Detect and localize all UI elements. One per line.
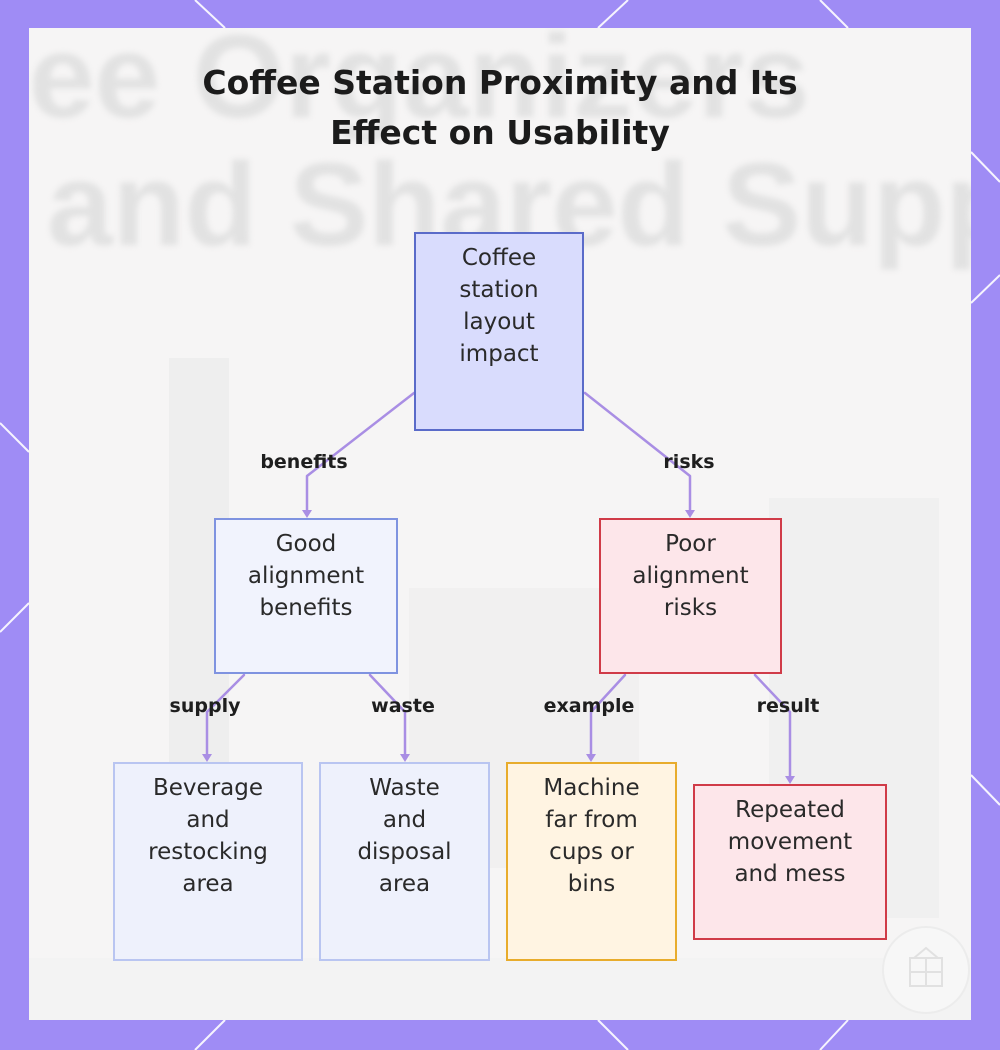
node-good-line: benefits [259,595,353,621]
node-machine-line: far from [545,807,638,833]
node-waste-line: disposal [357,839,452,865]
arrowhead [202,754,212,762]
node-good-line: alignment [247,563,365,589]
arrowhead [785,776,795,784]
edge-label-result: result [756,695,820,717]
node-good-alignment: Good alignment benefits [214,518,398,674]
node-repeated-movement: Repeated movement and mess [693,784,887,940]
arrowhead [302,510,312,518]
edge-risks [583,391,692,514]
node-good-line: Good [275,531,337,557]
node-repeated-line: movement [727,829,853,855]
arrowhead [586,754,596,762]
title-line-2: Effect on Usability [330,113,670,152]
node-beverage-area: Beverage and restocking area [113,762,303,961]
arrowhead [685,510,695,518]
edge-example [589,673,627,758]
node-machine-line: bins [567,871,616,897]
node-waste-line: area [378,871,431,897]
node-root-line: station [459,277,539,303]
title-line-1: Coffee Station Proximity and Its [202,63,798,102]
node-root-line: impact [459,341,539,367]
node-poor-line: Poor [665,531,716,557]
node-poor-alignment: Poor alignment risks [599,518,782,674]
arrowhead [400,754,410,762]
edge-label-risks: risks [663,451,715,473]
node-root: Coffee station layout impact [414,232,584,431]
node-beverage-line: area [182,871,234,897]
node-machine-line: Machine [543,775,640,801]
edge-label-supply: supply [169,695,241,717]
node-poor-line: risks [663,595,718,621]
node-machine-line: cups or [549,839,634,865]
node-repeated-line: and mess [734,861,846,887]
node-waste-area: Waste and disposal area [319,762,490,961]
node-beverage-line: restocking [148,839,268,865]
node-beverage-line: and [186,807,230,833]
edge-label-example: example [543,695,635,717]
edge-benefits [305,391,416,514]
page-title: Coffee Station Proximity and Its Effect … [0,58,1000,158]
node-root-line: layout [463,309,535,335]
node-waste-line: and [382,807,427,833]
node-beverage-line: Beverage [153,775,263,801]
node-waste-line: Waste [369,775,440,801]
edge-label-benefits: benefits [260,451,348,473]
edge-waste [368,673,407,758]
node-root-line: Coffee [461,245,537,271]
watermark-logo [882,926,970,1014]
background-ghost-text: ee Organizers [29,28,810,143]
node-machine-far: Machine far from cups or bins [506,762,677,961]
logo-icon [909,946,943,987]
edge-label-waste: waste [371,695,435,717]
node-poor-line: alignment [632,563,749,589]
edge-result [753,673,792,780]
node-repeated-line: Repeated [735,797,845,823]
edge-supply [205,673,246,758]
